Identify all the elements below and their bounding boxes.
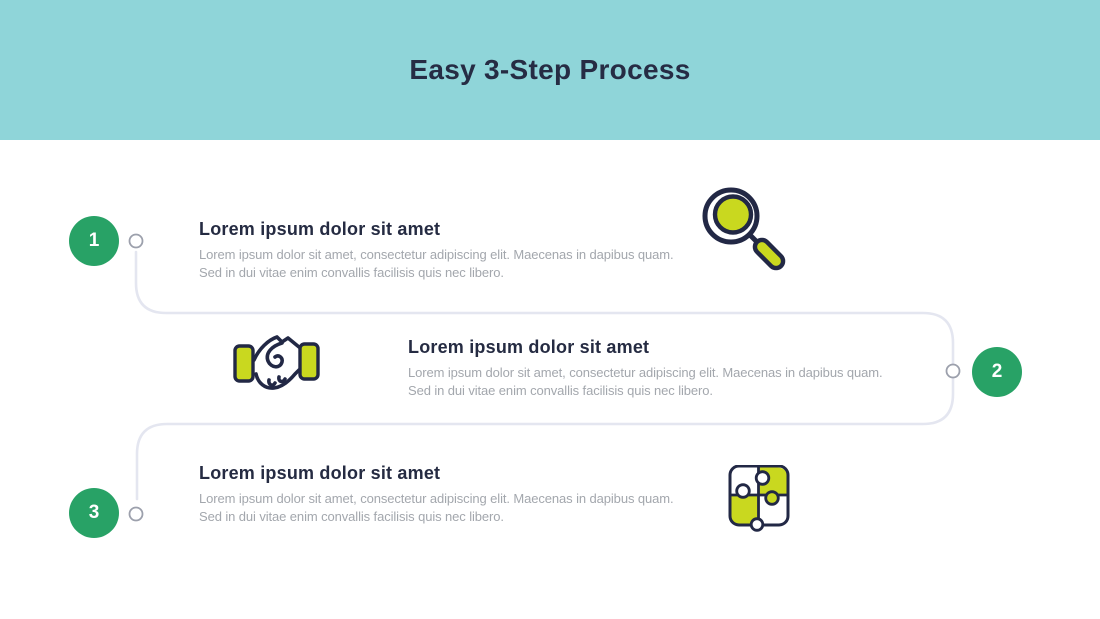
step-1-description-line1: Lorem ipsum dolor sit amet, consectetur …	[199, 247, 674, 262]
step-3-number: 3	[88, 502, 100, 523]
puzzle-icon	[728, 465, 790, 532]
magnifier-icon	[702, 187, 786, 271]
step-1-number-badge: 1	[69, 216, 119, 266]
step-3-description: Lorem ipsum dolor sit amet, consectetur …	[199, 490, 674, 526]
handshake-icon	[233, 335, 320, 390]
step-3-description-line2: Sed in dui vitae enim convallis facilisi…	[199, 509, 504, 524]
slide-title: Easy 3-Step Process	[409, 54, 691, 85]
step-1-description-line2: Sed in dui vitae enim convallis facilisi…	[199, 265, 504, 280]
step-2-description-line1: Lorem ipsum dolor sit amet, consectetur …	[408, 365, 883, 380]
connector-node-3	[128, 506, 144, 522]
step-2-heading: Lorem ipsum dolor sit amet	[408, 337, 650, 357]
step-3-number-badge: 3	[69, 488, 119, 538]
step-3-heading: Lorem ipsum dolor sit amet	[199, 463, 441, 483]
step-2-number-badge: 2	[972, 347, 1022, 397]
connector-node-1	[128, 233, 144, 249]
step-1-heading: Lorem ipsum dolor sit amet	[199, 219, 441, 239]
step-3-description-line1: Lorem ipsum dolor sit amet, consectetur …	[199, 491, 674, 506]
step-1-number: 1	[88, 230, 100, 251]
connector-node-2	[945, 363, 961, 379]
header-band: Easy 3-Step Process	[0, 0, 1100, 140]
step-1-description: Lorem ipsum dolor sit amet, consectetur …	[199, 246, 674, 282]
step-2-number: 2	[991, 361, 1003, 382]
step-2-description-line2: Sed in dui vitae enim convallis facilisi…	[408, 383, 713, 398]
step-2-description: Lorem ipsum dolor sit amet, consectetur …	[408, 364, 883, 400]
